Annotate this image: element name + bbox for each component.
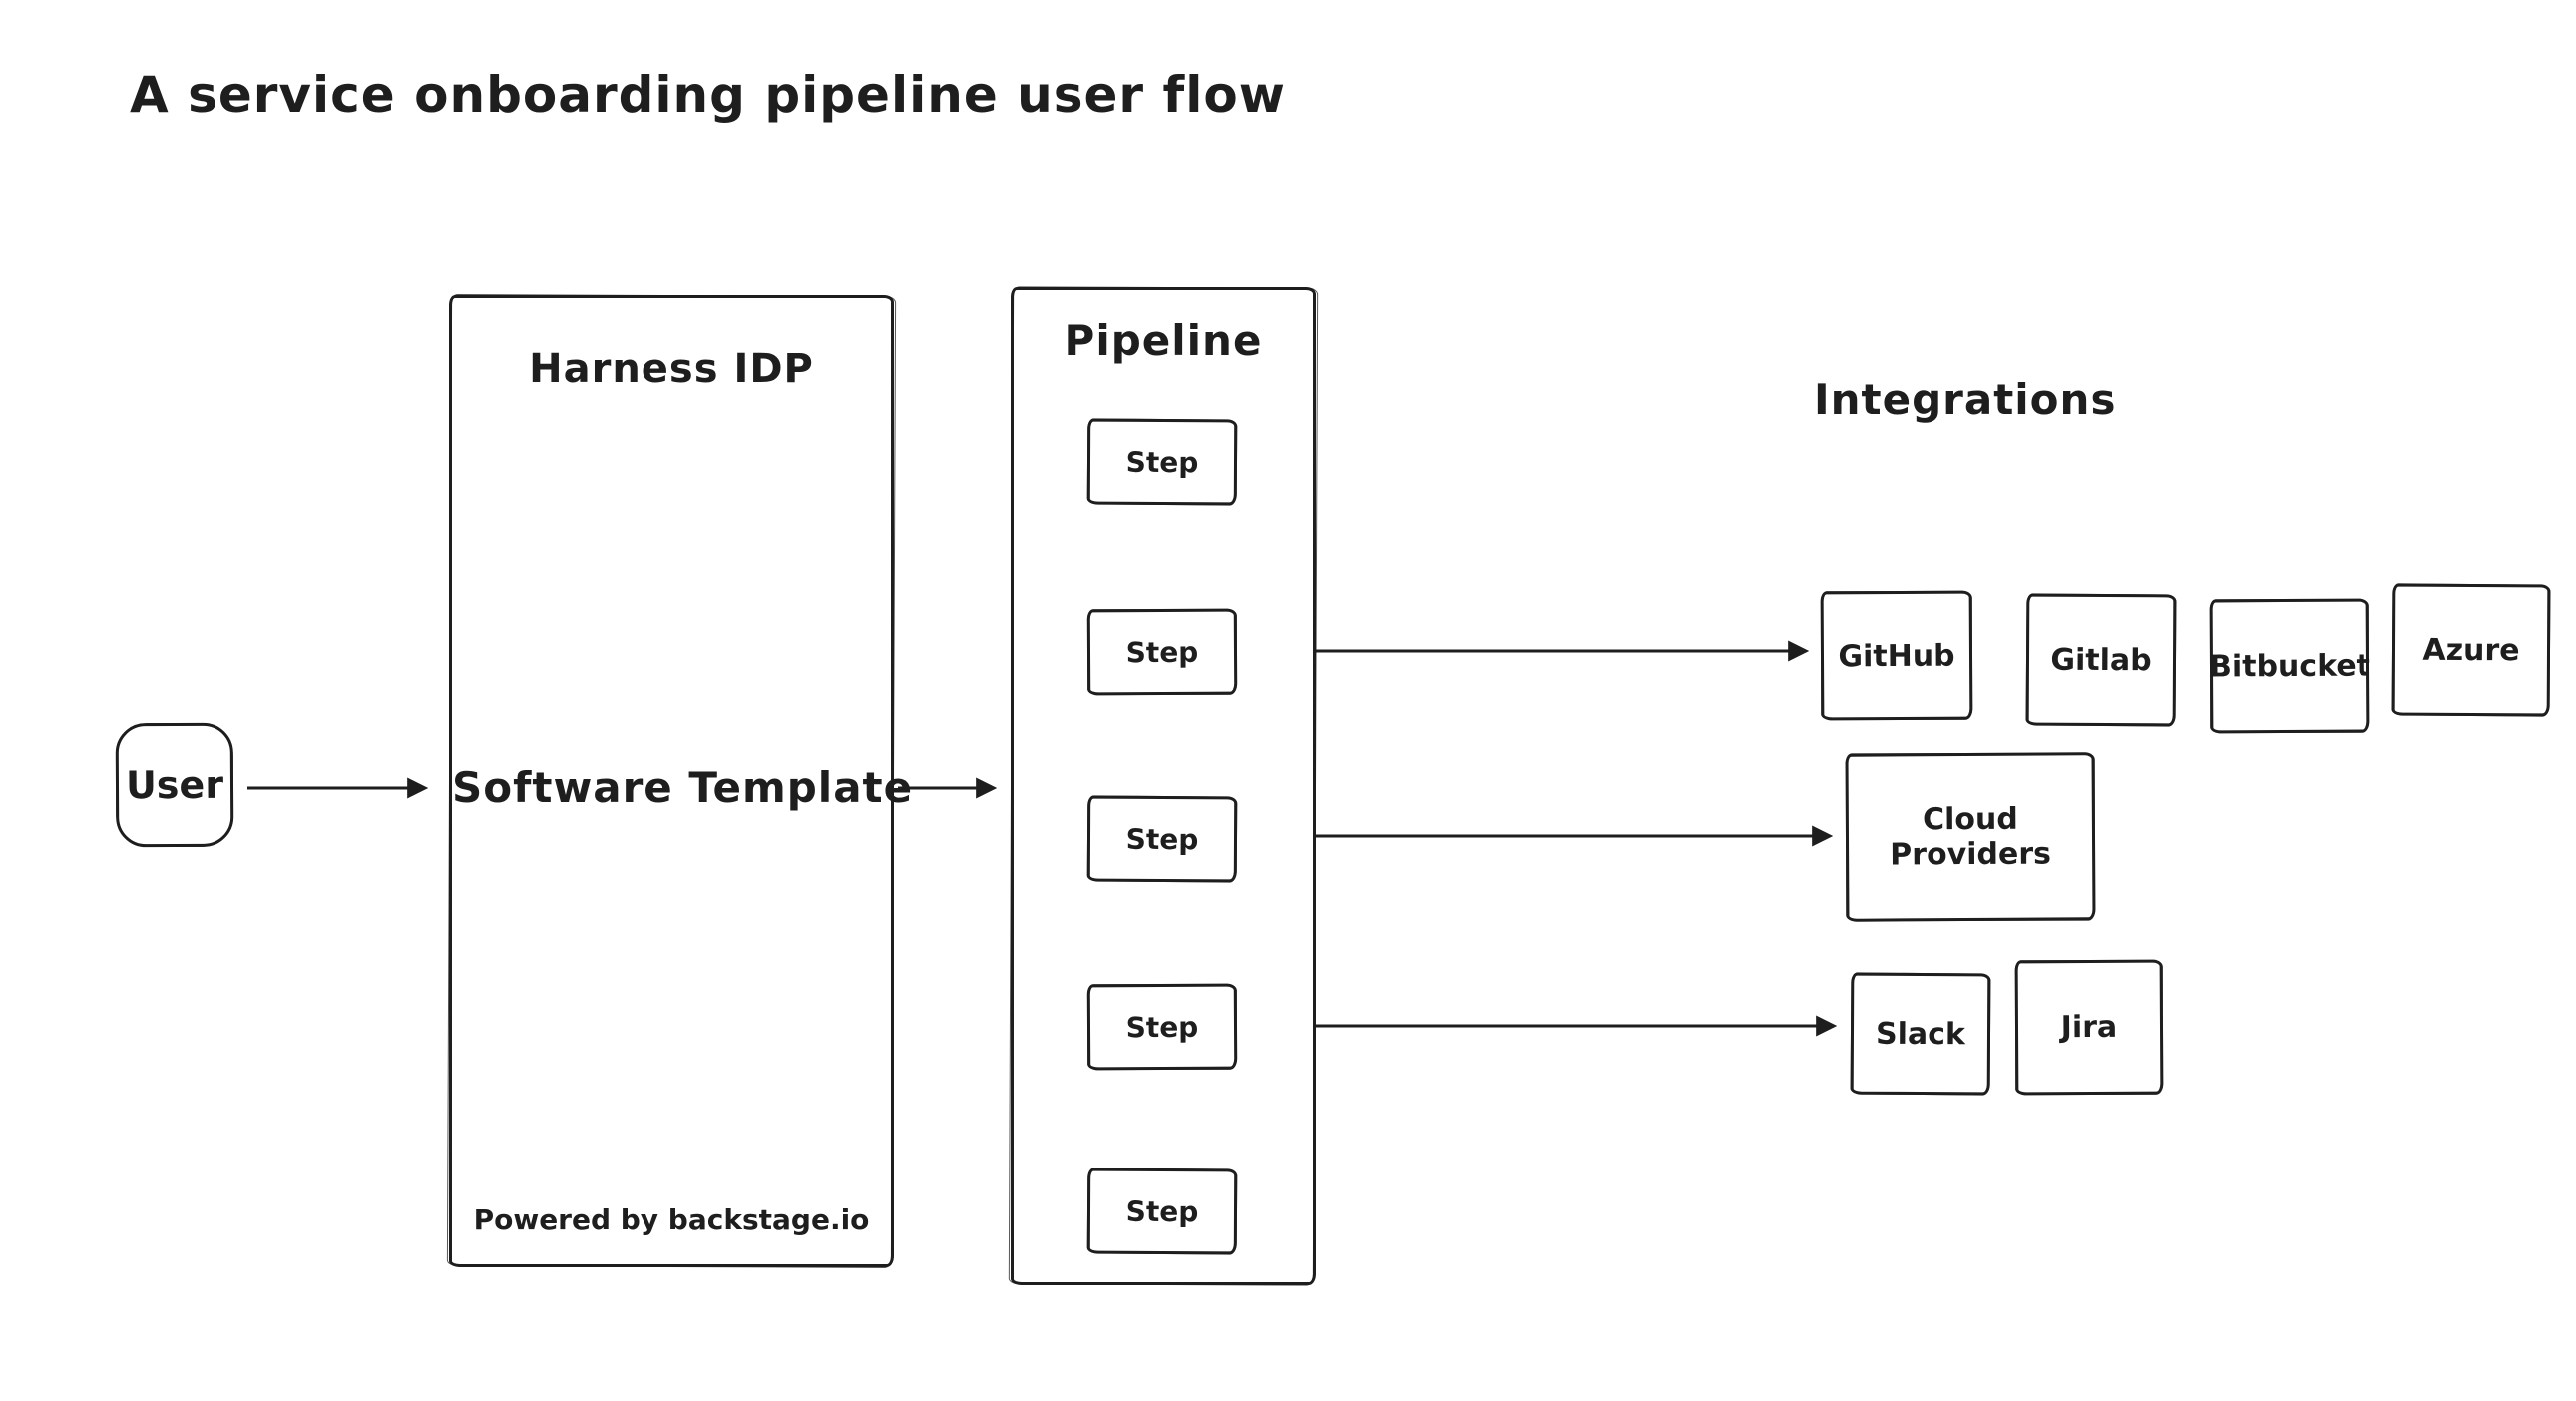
integration-bitbucket: Bitbucket bbox=[2208, 598, 2371, 734]
integration-slack: Slack bbox=[1850, 972, 1991, 1096]
pipeline-title: Pipeline bbox=[1064, 316, 1263, 365]
gitlab-label: Gitlab bbox=[2050, 642, 2152, 679]
pipeline-container: Pipeline Step Step Step Step Step bbox=[1011, 287, 1316, 1285]
integration-github: GitHub bbox=[1820, 590, 1973, 721]
user-node: User bbox=[115, 722, 234, 848]
step-label: Step bbox=[1125, 1010, 1199, 1044]
azure-label: Azure bbox=[2422, 632, 2520, 669]
user-label: User bbox=[125, 762, 224, 808]
step-label: Step bbox=[1125, 822, 1199, 856]
integration-cloud-providers: Cloud Providers bbox=[1845, 752, 2096, 922]
pipeline-step-4: Step bbox=[1086, 983, 1238, 1071]
slack-label: Slack bbox=[1875, 1016, 1966, 1052]
harness-idp-container: Harness IDP Software Template Powered by… bbox=[449, 295, 914, 1267]
integration-gitlab: Gitlab bbox=[2025, 593, 2177, 727]
pipeline-step-2: Step bbox=[1086, 608, 1238, 696]
pipeline-step-5: Step bbox=[1086, 1168, 1238, 1255]
step-label: Step bbox=[1125, 635, 1199, 669]
pipeline-step-3: Step bbox=[1086, 795, 1238, 883]
pipeline-step-1: Step bbox=[1086, 418, 1238, 506]
bitbucket-label: Bitbucket bbox=[2208, 648, 2371, 685]
jira-label: Jira bbox=[2060, 1009, 2118, 1046]
cloud-providers-label: Cloud Providers bbox=[1890, 801, 2052, 873]
harness-idp-title: Harness IDP bbox=[529, 346, 814, 392]
integration-azure: Azure bbox=[2391, 583, 2551, 717]
powered-by-backstage-label: Powered by backstage.io bbox=[473, 1203, 870, 1236]
github-label: GitHub bbox=[1838, 638, 1955, 674]
step-label: Step bbox=[1125, 445, 1199, 479]
integration-jira: Jira bbox=[2014, 959, 2164, 1096]
diagram-title: A service onboarding pipeline user flow bbox=[130, 66, 1286, 124]
step-label: Step bbox=[1125, 1194, 1199, 1228]
software-template-label: Software Template bbox=[452, 763, 914, 812]
integrations-heading: Integrations bbox=[1814, 375, 2117, 424]
